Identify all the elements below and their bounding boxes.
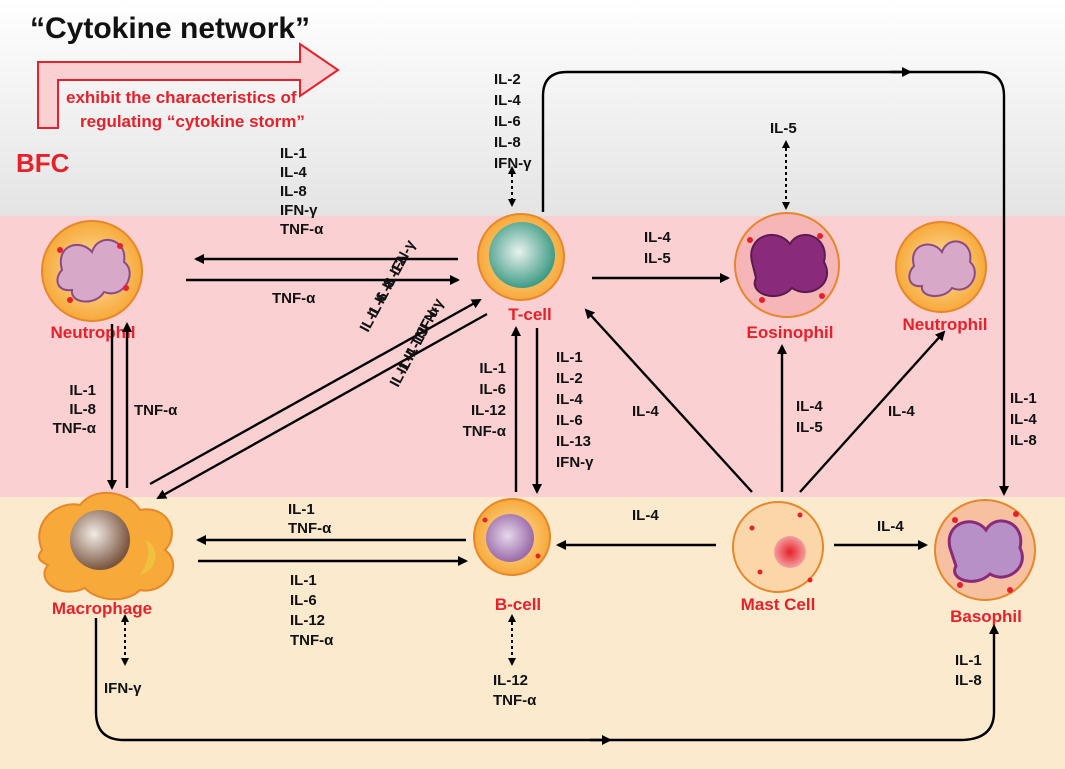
cytokine-label-line: IL-1	[1010, 390, 1037, 407]
cytokine-label-line: IL-1	[69, 382, 96, 399]
cytokine-label-line: IFN-γ	[104, 680, 142, 697]
label-macrophage-bottom: IFN-γ	[104, 680, 142, 697]
label-mast-to-t: IL-4	[632, 403, 659, 420]
cytokine-label-line: IL-4	[632, 403, 659, 420]
macrophage-cell-icon	[37, 491, 175, 601]
arrows	[94, 67, 1009, 745]
neutrophil-right-label: Neutrophil	[903, 315, 988, 334]
cytokine-label-line: TNF-α	[280, 221, 324, 238]
b-cell-label: B-cell	[495, 595, 541, 614]
cytokine-label-line: IL-4	[556, 391, 583, 408]
arrow-mast-to-neutrophil	[799, 330, 946, 493]
cytokine-label-line: IFN-γ	[556, 454, 594, 471]
macrophage-label: Macrophage	[52, 599, 152, 618]
label-mast-to-neutrophil: IL-4	[888, 403, 915, 420]
cytokine-label-line: IL-5	[796, 419, 823, 436]
cytokine-label-line: IL-4	[494, 92, 521, 109]
cytokine-label-line: IL-4	[1010, 411, 1037, 428]
arrow-mast-to-t	[584, 308, 753, 493]
cytokine-label-line: TNF-α	[134, 402, 178, 419]
cytokine-label-line: IL-6	[494, 113, 521, 130]
cytokine-label-line: IL-1	[955, 652, 982, 669]
cytokine-label-line: IL-1	[556, 349, 583, 366]
cytokine-label-line: IL-2	[556, 370, 583, 387]
cytokine-label-line: IL-12	[493, 672, 528, 689]
cytokine-label-line: IL-8	[1010, 432, 1037, 449]
cytokine-label-line: TNF-α	[493, 692, 537, 709]
cytokine-label-line: IL-6	[479, 381, 506, 398]
cytokine-label-line: IL-4	[644, 229, 671, 246]
cytokine-label-line: IL-12	[290, 612, 325, 629]
cytokine-label-line: IL-1	[479, 360, 506, 377]
cytokine-label-line: IL-8	[69, 401, 96, 418]
cytokine-label-line: IL-8	[494, 134, 521, 151]
label-eos-top: IL-5	[770, 120, 797, 137]
cytokine-label-line: IL-4	[632, 507, 659, 524]
cytokine-label-line: IL-8	[280, 183, 307, 200]
cytokine-label-line: IL-5	[644, 250, 671, 267]
t-cell-icon	[477, 213, 565, 301]
cytokine-label-line: IL-4	[796, 398, 823, 415]
b-cell-icon	[473, 498, 551, 576]
arrow-t-to-macrophage	[156, 312, 488, 500]
cytokine-label-line: TNF-α	[290, 632, 334, 649]
page-title: “Cytokine network”	[30, 12, 310, 45]
cytokine-label-line: IL-1	[288, 501, 315, 518]
subtitle-line-1: exhibit the characteristics of	[66, 88, 297, 107]
cytokine-label-line: IL-4	[877, 518, 904, 535]
cytokine-label-line: IFN-γ	[280, 202, 318, 219]
basophil-cell-icon	[934, 499, 1036, 601]
neutrophil-right-cell-icon	[895, 221, 987, 313]
cytokine-label-line: IL-5	[770, 120, 797, 137]
neutrophil-left-cell-icon	[41, 220, 143, 322]
label-neutrophil-macrophage-right: TNF-α	[134, 402, 178, 419]
cytokine-label-line: IL-6	[556, 412, 583, 429]
neutrophil-left-label: Neutrophil	[51, 323, 136, 342]
cytokine-label-line: IL-4	[888, 403, 915, 420]
arrow-macrophage-to-basophil	[94, 618, 999, 742]
cytokine-label-line: IL-13	[556, 433, 591, 450]
subtitle-line-2: regulating “cytokine storm”	[80, 112, 305, 131]
label-mast-to-b: IL-4	[632, 507, 659, 524]
cytokine-label-line: IL-12	[471, 402, 506, 419]
bfc-label: BFC	[16, 148, 70, 178]
cytokine-label-line: IL-6	[290, 592, 317, 609]
cytokine-label-line: IL-4	[280, 164, 307, 181]
cytokine-label-line: TNF-α	[272, 290, 316, 307]
eosinophil-cell-icon	[734, 212, 840, 318]
cytokine-label-line: IL-8	[955, 672, 982, 689]
arrow-banner-icon	[37, 42, 340, 129]
cytokine-label-line: IL-1	[290, 572, 317, 589]
cytokine-label-line: IFN-γ	[494, 155, 532, 172]
label-neutrophil-to-t: TNF-α	[272, 290, 316, 307]
eosinophil-label: Eosinophil	[747, 323, 834, 342]
cytokine-label-line: IL-2	[494, 71, 521, 88]
mast-cell-icon	[732, 501, 824, 593]
top-band	[0, 0, 1065, 216]
cytokine-label-line: IL-1	[280, 145, 307, 162]
mast-cell-label: Mast Cell	[741, 595, 816, 614]
label-mast-to-basophil: IL-4	[877, 518, 904, 535]
arrow-t-to-basophil	[541, 70, 1009, 496]
basophil-label: Basophil	[950, 607, 1022, 626]
arrow-macrophage-to-t	[149, 298, 482, 486]
cytokine-label-line: TNF-α	[288, 520, 332, 537]
cytokine-label-line: TNF-α	[463, 423, 507, 440]
t-cell-label: T-cell	[508, 305, 551, 324]
cytokine-label-line: TNF-α	[53, 420, 97, 437]
